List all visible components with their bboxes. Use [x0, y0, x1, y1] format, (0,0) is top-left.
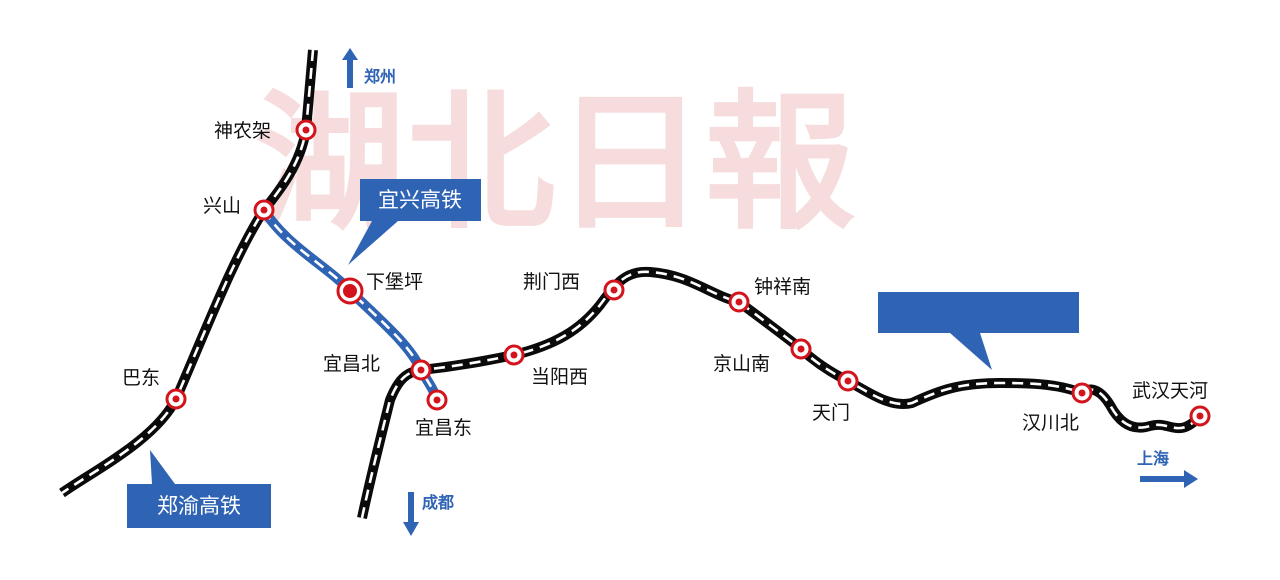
- station-yichangdong: 宜昌东: [415, 389, 472, 439]
- arrow-down-icon: [403, 492, 419, 536]
- station-zhongxiangnan: 钟祥南: [728, 276, 811, 313]
- zhengyu-line: [59, 49, 318, 498]
- callout-zhengyu: 郑渝高铁: [127, 450, 271, 528]
- station-label-yichangbei: 宜昌北: [323, 353, 380, 375]
- station-xingshan: 兴山: [203, 195, 275, 221]
- station-jingshannan: 京山南: [713, 338, 812, 375]
- station-label-shennongjia: 神农架: [214, 120, 271, 142]
- station-label-xiabaoping: 下堡坪: [366, 271, 423, 293]
- station-jingmenxi: 荆门西: [523, 271, 625, 301]
- station-label-hanchuanbei: 汉川北: [1022, 412, 1079, 434]
- station-label-tianmen: 天门: [812, 402, 850, 424]
- station-shennongjia: 神农架: [214, 119, 317, 142]
- direction-chengdu: 成都: [403, 492, 454, 536]
- station-wuhantianhe: 武汉天河: [1132, 380, 1211, 427]
- direction-label-zhengzhou: 郑州: [364, 67, 396, 86]
- station-label-badong: 巴东: [122, 367, 160, 389]
- station-label-wuhantianhe: 武汉天河: [1132, 380, 1208, 402]
- main-line: [357, 266, 1204, 520]
- direction-shanghai: 上海: [1137, 449, 1198, 488]
- station-label-zhongxiangnan: 钟祥南: [754, 276, 811, 298]
- watermark-text: 湖北日報: [255, 75, 855, 251]
- station-badong: 巴东: [122, 367, 187, 410]
- stations: 神农架 兴山 下堡坪 巴东 宜昌北 宜昌东: [122, 119, 1211, 439]
- station-dangyangxi: 当阳西: [503, 344, 588, 388]
- callout-label-yixing: 宜兴高铁: [378, 188, 462, 212]
- station-tianmen: 天门: [812, 370, 859, 424]
- yixing-line: [259, 207, 442, 402]
- arrow-right-icon: [1140, 470, 1198, 488]
- station-hanchuanbei: 汉川北: [1022, 382, 1093, 434]
- station-label-jingshannan: 京山南: [713, 353, 770, 375]
- watermark: 湖北日報: [255, 75, 855, 251]
- callout-label-zhengyu: 郑渝高铁: [157, 494, 241, 518]
- callout-yixing: 宜兴高铁: [348, 179, 481, 265]
- station-yichangbei: 宜昌北: [323, 353, 432, 381]
- station-label-yichangdong: 宜昌东: [415, 417, 472, 439]
- callout-unlabeled: [878, 292, 1079, 370]
- station-label-xingshan: 兴山: [203, 195, 241, 217]
- direction-label-shanghai: 上海: [1137, 449, 1169, 468]
- station-label-dangyangxi: 当阳西: [531, 366, 588, 388]
- station-xiabaoping: 下堡坪: [336, 271, 423, 305]
- direction-label-chengdu: 成都: [422, 493, 454, 512]
- station-label-jingmenxi: 荆门西: [523, 271, 580, 293]
- arrow-up-icon: [342, 48, 358, 88]
- direction-zhengzhou: 郑州: [342, 48, 396, 88]
